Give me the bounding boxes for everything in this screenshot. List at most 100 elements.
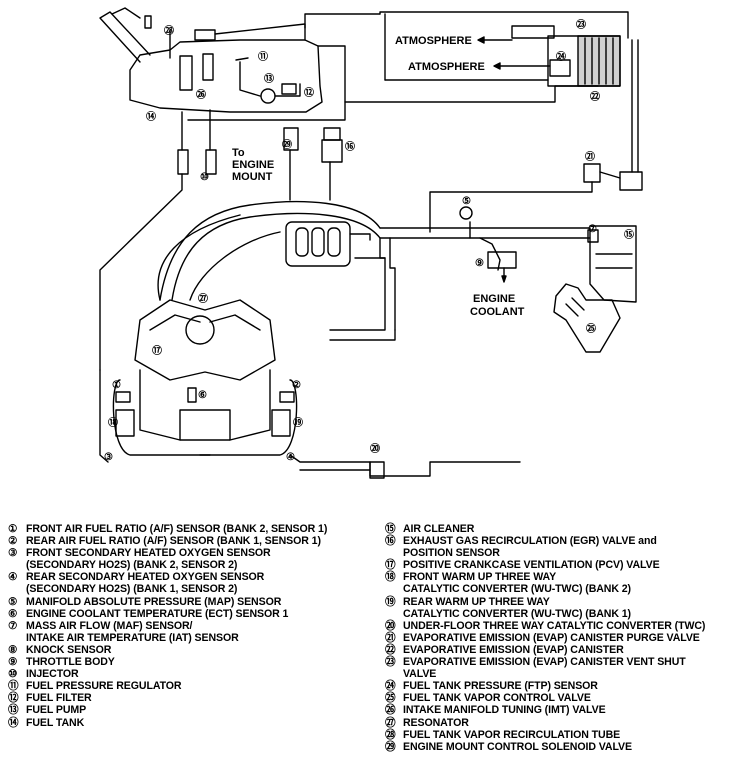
legend-entry: ㉕ FUEL TANK VAPOR CONTROL VALVE <box>385 692 753 704</box>
legend-text: INJECTOR <box>26 668 79 681</box>
legend-text: FUEL TANK VAPOR RECIRCULATION TUBE <box>403 728 621 741</box>
callout-9: ⑨ <box>475 258 484 269</box>
legend-text: FUEL TANK VAPOR CONTROL VALVE <box>403 692 591 705</box>
callout-7: ⑦ <box>588 224 597 235</box>
callout-28: ㉘ <box>164 24 174 37</box>
legend-text: FUEL TANK <box>26 716 85 729</box>
legend-entry: ⑳ UNDER-FLOOR THREE WAY CATALYTIC CONVERT… <box>385 620 753 632</box>
legend-text: EVAPORATIVE EMISSION (EVAP) CANISTER PUR… <box>403 631 700 644</box>
legend-number: ㉖ <box>385 704 396 717</box>
legend-text: (SECONDARY HO2S) (BANK 2, SENSOR 2) <box>26 559 238 572</box>
legend-number: ⑥ <box>8 607 18 620</box>
legend-text: MANIFOLD ABSOLUTE PRESSURE (MAP) SENSOR <box>26 595 282 608</box>
legend-number: ㉕ <box>385 692 396 705</box>
callout-22: ㉒ <box>590 90 600 103</box>
engine-coolant-label-2: COOLANT <box>470 306 525 318</box>
callout-27: ㉕ <box>586 322 596 335</box>
legend-entry: ㉖ INTAKE MANIFOLD TUNING (IMT) VALVE <box>385 704 753 716</box>
callout-10: ⑩ <box>200 172 209 183</box>
callout-26: ㉗ <box>198 292 208 305</box>
callout-11: ⑪ <box>258 50 268 63</box>
legend-number: ㉘ <box>385 728 396 741</box>
legend-text: INTAKE MANIFOLD TUNING (IMT) VALVE <box>403 704 606 717</box>
legend-entry: (SECONDARY HO2S) (BANK 1, SENSOR 2) <box>8 583 368 595</box>
legend-number <box>385 583 403 595</box>
callout-21: ㉑ <box>585 150 595 163</box>
emission-system-diagram: ATMOSPHERE ATMOSPHERE ENGINE COOLANT <box>99 7 643 479</box>
legend-text: (SECONDARY HO2S) (BANK 1, SENSOR 2) <box>26 583 238 596</box>
legend-entry: ⑧ KNOCK SENSOR <box>8 644 368 656</box>
callout-29: ㉙ <box>282 138 292 151</box>
legend-entry: ⑭ FUEL TANK <box>8 717 368 729</box>
callout-13: ⑬ <box>264 72 274 85</box>
atmosphere-arrows <box>477 36 551 70</box>
legend-number: ② <box>8 535 18 548</box>
legend-text: INTAKE AIR TEMPERATURE (IAT) SENSOR <box>26 631 239 644</box>
legend-entry: ⑲ REAR WARM UP THREE WAY <box>385 596 753 608</box>
legend-text: FRONT WARM UP THREE WAY <box>403 571 557 584</box>
legend-entry: POSITION SENSOR <box>385 547 753 559</box>
engine-mount-solenoid <box>283 127 299 201</box>
callout-5: ⑤ <box>462 196 471 207</box>
purge-valve <box>429 163 643 233</box>
atmosphere-label-2: ATMOSPHERE <box>408 61 485 73</box>
air-intake <box>379 206 637 353</box>
callout-24: ㉔ <box>556 50 566 63</box>
callout-3: ③ <box>104 452 113 463</box>
legend-text: POSITION SENSOR <box>403 547 500 560</box>
callout-20: ⑳ <box>370 442 380 455</box>
legend-entry: CATALYTIC CONVERTER (WU-TWC) (BANK 1) <box>385 608 753 620</box>
legend-text: REAR SECONDARY HEATED OXYGEN SENSOR <box>26 571 265 584</box>
legend-text: FUEL PUMP <box>26 704 87 717</box>
legend-number: ⑬ <box>8 704 19 717</box>
legend-text: CATALYTIC CONVERTER (WU-TWC) (BANK 2) <box>403 583 631 596</box>
legend-number: ㉒ <box>385 643 396 656</box>
legend-number <box>385 547 403 559</box>
legend-text: EVAPORATIVE EMISSION (EVAP) CANISTER VEN… <box>403 656 686 669</box>
legend-entry: CATALYTIC CONVERTER (WU-TWC) (BANK 2) <box>385 583 753 595</box>
injectors <box>99 101 346 371</box>
legend-text: UNDER-FLOOR THREE WAY CATALYTIC CONVERTE… <box>403 619 706 632</box>
atmosphere-label-1: ATMOSPHERE <box>395 35 472 47</box>
legend-text: FUEL FILTER <box>26 692 92 705</box>
callout-19: ⑲ <box>293 416 303 429</box>
fuel-tank <box>99 7 323 113</box>
callout-12: ⑫ <box>304 86 314 99</box>
legend-text: CATALYTIC CONVERTER (WU-TWC) (BANK 1) <box>403 607 631 620</box>
legend-text: REAR WARM UP THREE WAY <box>403 595 550 608</box>
legend-number <box>8 632 26 644</box>
legend-text: KNOCK SENSOR <box>26 643 112 656</box>
legend-entry: ㉔ FUEL TANK PRESSURE (FTP) SENSOR <box>385 680 753 692</box>
callout-14: ⑭ <box>146 110 156 123</box>
intake-manifold <box>157 200 396 331</box>
callout-numbers: ㉘ ⑪ ⑬ ⑫ ㉖ ⑭ ㉓ ㉔ ㉒ ㉑ ⑯ ⑩ ⑤ ⑦ ⑮ ⑨ ㉕ ㉗ ⑰ ① … <box>104 18 634 463</box>
legend-number: ⑲ <box>385 595 396 608</box>
legend-text: FUEL TANK PRESSURE (FTP) SENSOR <box>403 680 598 693</box>
callout-18: ⑱ <box>108 416 118 429</box>
legend-text: AIR CLEANER <box>403 523 475 535</box>
legend-number: ㉔ <box>385 680 396 693</box>
legend-number <box>8 583 26 595</box>
legend-number <box>385 608 403 620</box>
legend-number: ⑰ <box>385 559 396 572</box>
to-engine-mount-label-1: To <box>232 147 245 159</box>
legend-number: ㉙ <box>385 740 396 753</box>
legend-number: ⑧ <box>8 643 18 656</box>
callout-6: ⑥ <box>198 390 207 401</box>
legend-number: ⑳ <box>385 619 396 632</box>
callout-16: ⑯ <box>345 140 355 153</box>
legend-number: ⑭ <box>8 716 19 729</box>
